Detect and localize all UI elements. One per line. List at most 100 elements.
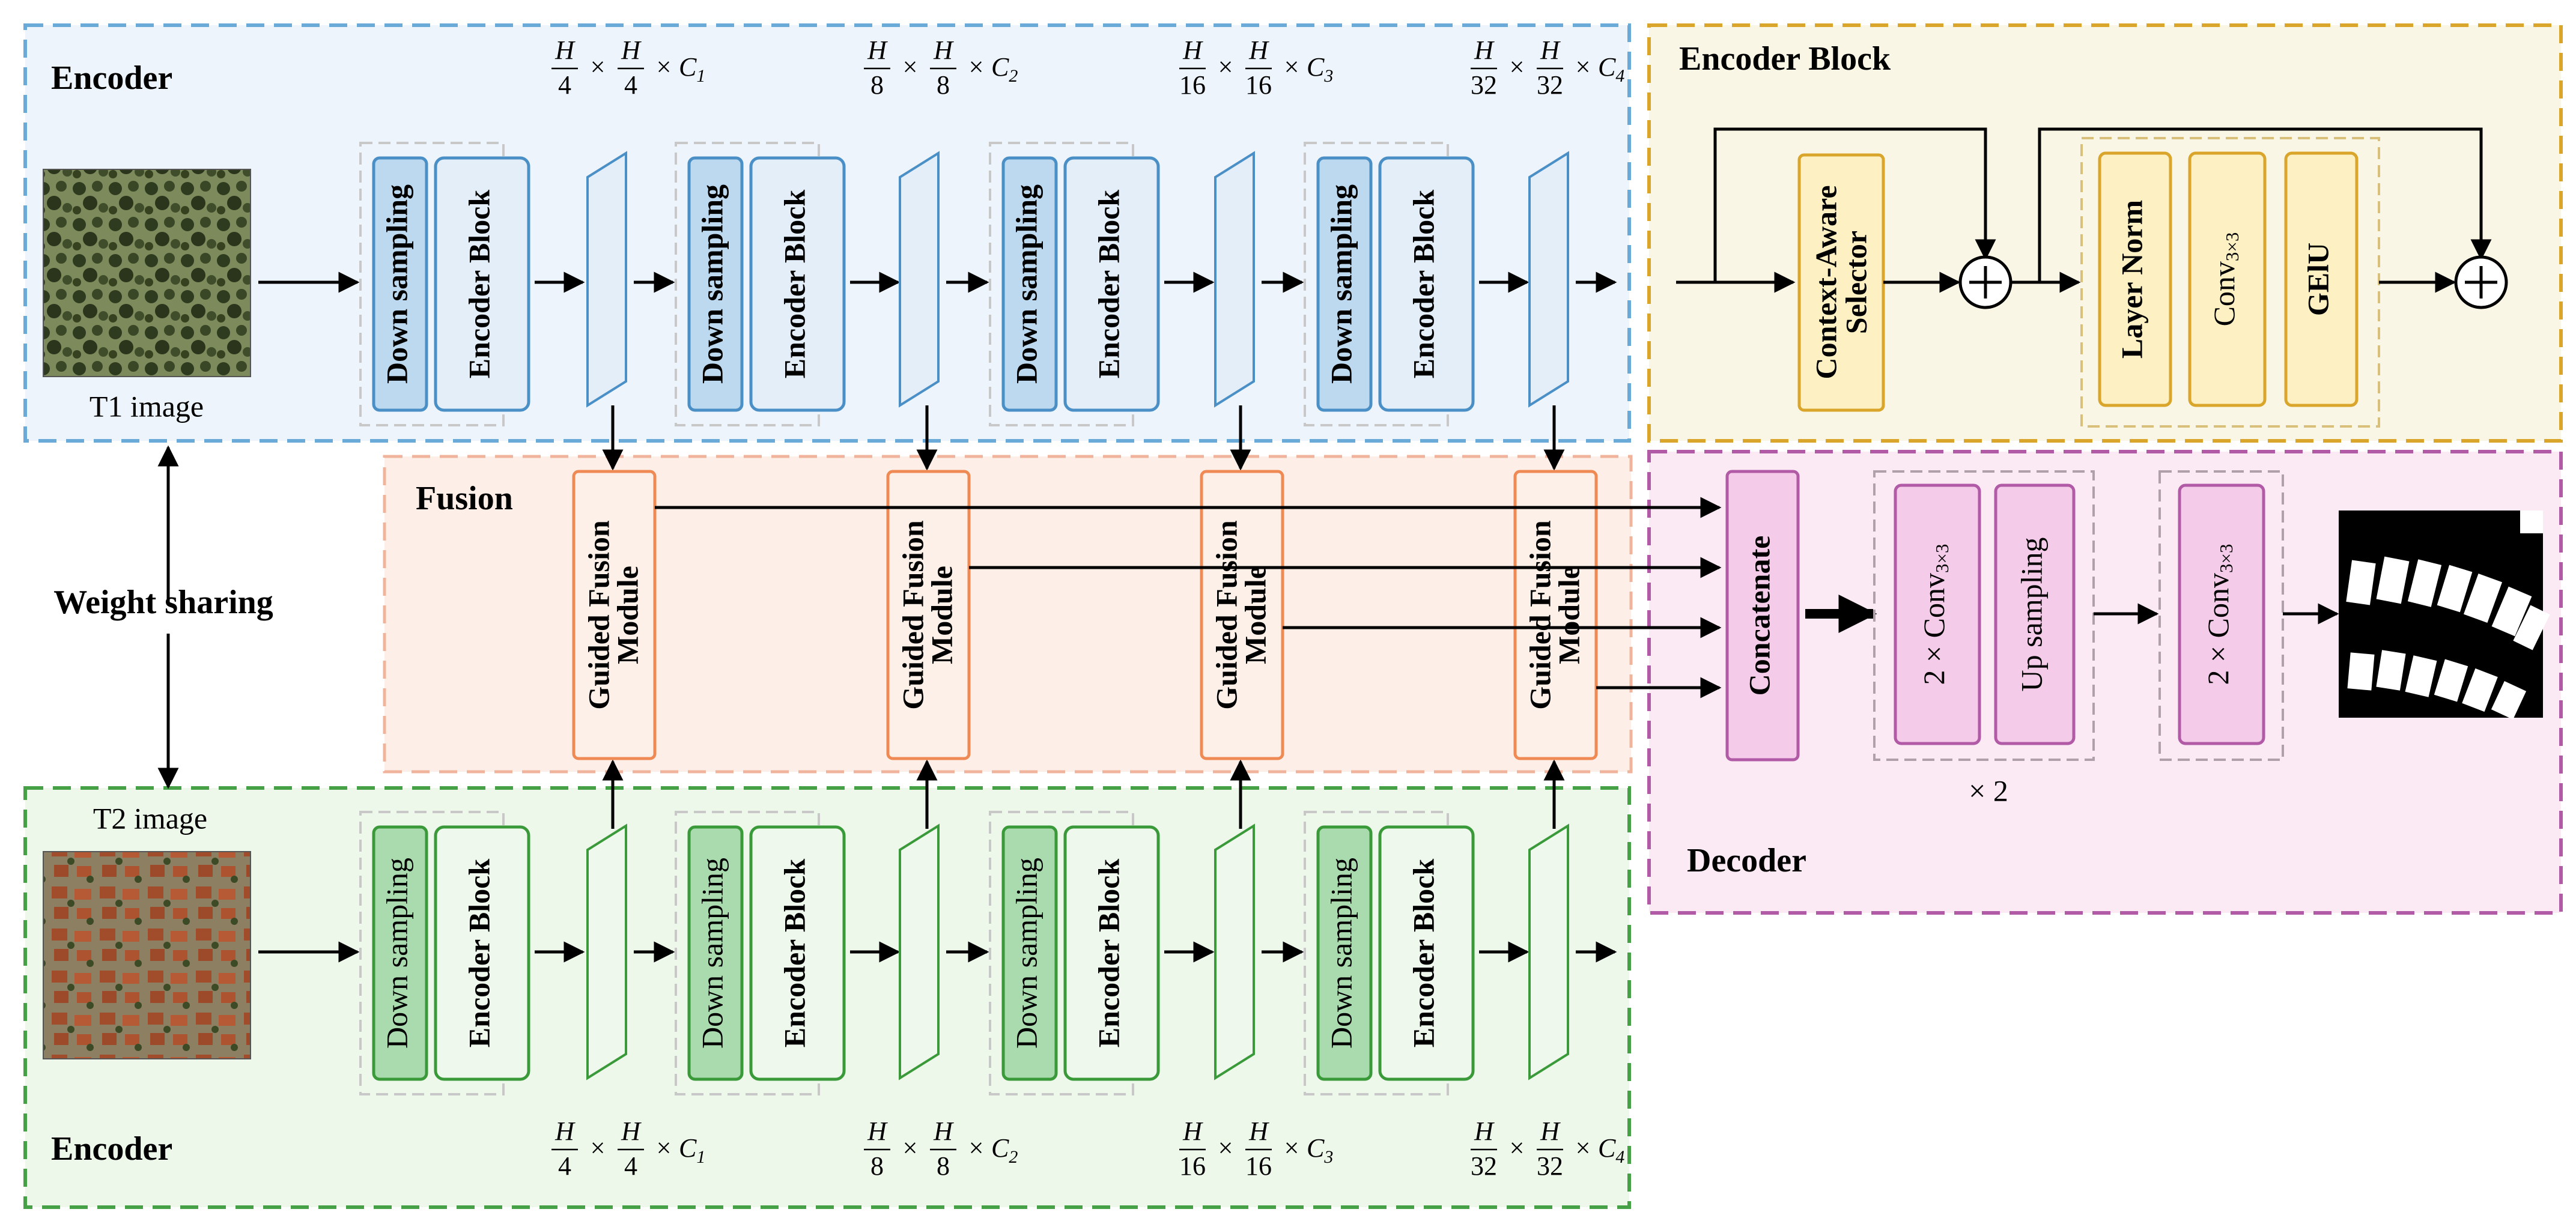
enc-bottom-downsampling-label-4: Down sampling bbox=[1324, 858, 1358, 1049]
enc-bottom-feature-map-3 bbox=[1214, 823, 1255, 1080]
enc-bottom-dim-4-den-a: 32 bbox=[1471, 1151, 1497, 1181]
enc-bottom-dim-2-num-b: H bbox=[933, 1116, 954, 1146]
decoder-conv-a-label: 2 × Conv3×3 bbox=[1917, 544, 1952, 685]
enc-top-dim-3-den-a: 16 bbox=[1179, 70, 1206, 100]
enc-bottom-stage-3-group bbox=[989, 811, 1134, 1095]
context-aware-selector-label1: Context-Aware bbox=[1809, 185, 1842, 379]
enc-top-dim-4-den-a: 32 bbox=[1471, 70, 1497, 100]
enc-top-encoder-block-label-2: Encoder Block bbox=[777, 190, 811, 379]
enc-top-dim-4-times-b: × bbox=[1576, 52, 1591, 82]
guided-fusion-module-label2-3: Module bbox=[1238, 566, 1272, 664]
enc-bottom-dim-2-times-a: × bbox=[903, 1133, 918, 1163]
upsampling-label: Up sampling bbox=[2014, 538, 2048, 692]
eb-skip-2 bbox=[2038, 127, 2492, 282]
enc-top-dim-3-times-b: × bbox=[1284, 52, 1299, 82]
enc-bottom-encoder-block-2 bbox=[749, 825, 846, 1081]
enc-bottom-encoder-block-3 bbox=[1063, 825, 1160, 1081]
changed-building-13 bbox=[2491, 680, 2527, 720]
guided-fusion-module-label1-1: Guided Fusion bbox=[582, 520, 615, 710]
changed-building-7 bbox=[2513, 605, 2550, 650]
enc-bottom-encoder-block-label-3: Encoder Block bbox=[1092, 859, 1125, 1048]
changed-building-3 bbox=[2407, 559, 2442, 607]
enc-bottom-downsampling-label-1: Down sampling bbox=[380, 858, 413, 1049]
enc-bottom-dim-2-num-a: H bbox=[867, 1116, 888, 1146]
enc-bottom-dim-3-num-b: H bbox=[1248, 1116, 1269, 1146]
enc-top-dim-2-channel: C2 bbox=[991, 52, 1018, 86]
guided-fusion-module-2 bbox=[886, 470, 971, 760]
changed-building-2 bbox=[2376, 556, 2410, 604]
eb-skip-1 bbox=[1713, 127, 1996, 282]
enc-bottom-encoder-block-label-1: Encoder Block bbox=[462, 859, 496, 1048]
decoder-stage-group bbox=[1873, 470, 2095, 761]
layer-norm-box bbox=[2098, 151, 2172, 407]
enc-top-encoder-block-4 bbox=[1378, 156, 1475, 412]
enc-bottom-dim-1-times-a: × bbox=[591, 1133, 606, 1163]
decoder-conv-a-label-sub: 3×3 bbox=[1931, 544, 1952, 572]
changed-building-corner bbox=[2520, 510, 2543, 533]
enc-top-dim-1-times-b: × bbox=[657, 52, 672, 82]
enc-top-dim-1-den-b: 4 bbox=[624, 70, 637, 100]
enc-bottom-dim-3-den-a: 16 bbox=[1179, 1151, 1206, 1181]
changed-building-6 bbox=[2491, 586, 2532, 637]
enc-bottom-dim-3-den-b: 16 bbox=[1245, 1151, 1272, 1181]
concatenate-box bbox=[1725, 470, 1800, 762]
decoder-conv-b-label-main: 2 × Conv bbox=[2201, 573, 2235, 685]
enc-bottom-downsampling-label-2: Down sampling bbox=[695, 858, 729, 1049]
enc-top-dim-1-times-a: × bbox=[591, 52, 606, 82]
conv3x3-label-sub: 3×3 bbox=[2222, 232, 2243, 261]
enc-bottom-stage-1-group bbox=[359, 811, 505, 1095]
enc-top-encoder-block-1 bbox=[434, 156, 530, 412]
changed-building-10 bbox=[2405, 655, 2437, 697]
enc-bottom-feature-map-2 bbox=[899, 823, 940, 1080]
enc-bottom-dim-1-num-a: H bbox=[554, 1116, 576, 1146]
enc-bottom-downsampling-2 bbox=[687, 825, 744, 1081]
enc-top-feature-map-3 bbox=[1214, 151, 1255, 408]
enc-top-dim-3: H16×H16×C3 bbox=[1179, 35, 1333, 100]
enc-top-encoder-block-2 bbox=[749, 156, 846, 412]
t2-image bbox=[43, 851, 251, 1059]
guided-fusion-module-label2-4: Module bbox=[1552, 566, 1585, 664]
enc-top-dim-2-den-b: 8 bbox=[937, 70, 950, 100]
enc-bottom-encoder-block-label-4: Encoder Block bbox=[1406, 859, 1440, 1048]
guided-fusion-module-label2-2: Module bbox=[925, 566, 958, 664]
guided-fusion-module-1 bbox=[572, 470, 657, 760]
enc-bottom-downsampling-3 bbox=[1001, 825, 1058, 1081]
change-map-output bbox=[2339, 510, 2550, 720]
encoder-top-title: Encoder bbox=[51, 59, 172, 97]
fusion-panel bbox=[383, 455, 1633, 774]
enc-bottom-dim-4-times-a: × bbox=[1510, 1133, 1525, 1163]
enc-top-dim-2-times-a: × bbox=[903, 52, 918, 82]
decoder-conv-b-label-sub: 3×3 bbox=[2216, 544, 2237, 572]
enc-top-dim-2-num-b: H bbox=[933, 35, 954, 65]
enc-top-dim-3-num-b: H bbox=[1248, 35, 1269, 65]
enc-bottom-dim-1-den-b: 4 bbox=[624, 1151, 637, 1181]
guided-fusion-module-label1-4: Guided Fusion bbox=[1523, 520, 1557, 710]
context-aware-selector-label2: Selector bbox=[1839, 231, 1873, 334]
enc-top-dim-4-num-b: H bbox=[1540, 35, 1561, 65]
enc-top-dim-1-num-b: H bbox=[621, 35, 642, 65]
upsampling-box bbox=[1994, 483, 2076, 745]
enc-top-feature-map-2 bbox=[899, 151, 940, 408]
enc-bottom-dim-4-channel: C4 bbox=[1598, 1133, 1624, 1167]
enc-bottom-dim-1-channel: C1 bbox=[679, 1133, 705, 1167]
enc-bottom-dim-1: H4×H4×C1 bbox=[551, 1116, 705, 1181]
conv3x3-label-main: Conv bbox=[2207, 261, 2241, 326]
enc-bottom-stage-4-group bbox=[1304, 811, 1449, 1095]
enc-top-dim-2: H8×H8×C2 bbox=[864, 35, 1018, 100]
enc-top-dim-4-times-a: × bbox=[1510, 52, 1525, 82]
t1-image-label: T1 image bbox=[90, 389, 204, 423]
enc-bottom-dim-3-times-b: × bbox=[1284, 1133, 1299, 1163]
enc-top-feature-map-4 bbox=[1528, 151, 1569, 408]
enc-top-dim-3-num-a: H bbox=[1182, 35, 1203, 65]
enc-top-dim-4-channel: C4 bbox=[1598, 52, 1624, 86]
enc-top-downsampling-label-1: Down sampling bbox=[380, 184, 413, 384]
enc-top-dim-1: H4×H4×C1 bbox=[551, 35, 705, 100]
guided-fusion-module-3 bbox=[1200, 470, 1284, 760]
enc-bottom-dim-3-times-a: × bbox=[1218, 1133, 1233, 1163]
enc-bottom-downsampling-label-3: Down sampling bbox=[1009, 858, 1043, 1049]
enc-top-dim-2-times-b: × bbox=[969, 52, 984, 82]
concatenate-label: Concatenate bbox=[1742, 536, 1776, 696]
encoder-bottom-title: Encoder bbox=[51, 1130, 172, 1168]
changed-building-8 bbox=[2347, 652, 2375, 691]
